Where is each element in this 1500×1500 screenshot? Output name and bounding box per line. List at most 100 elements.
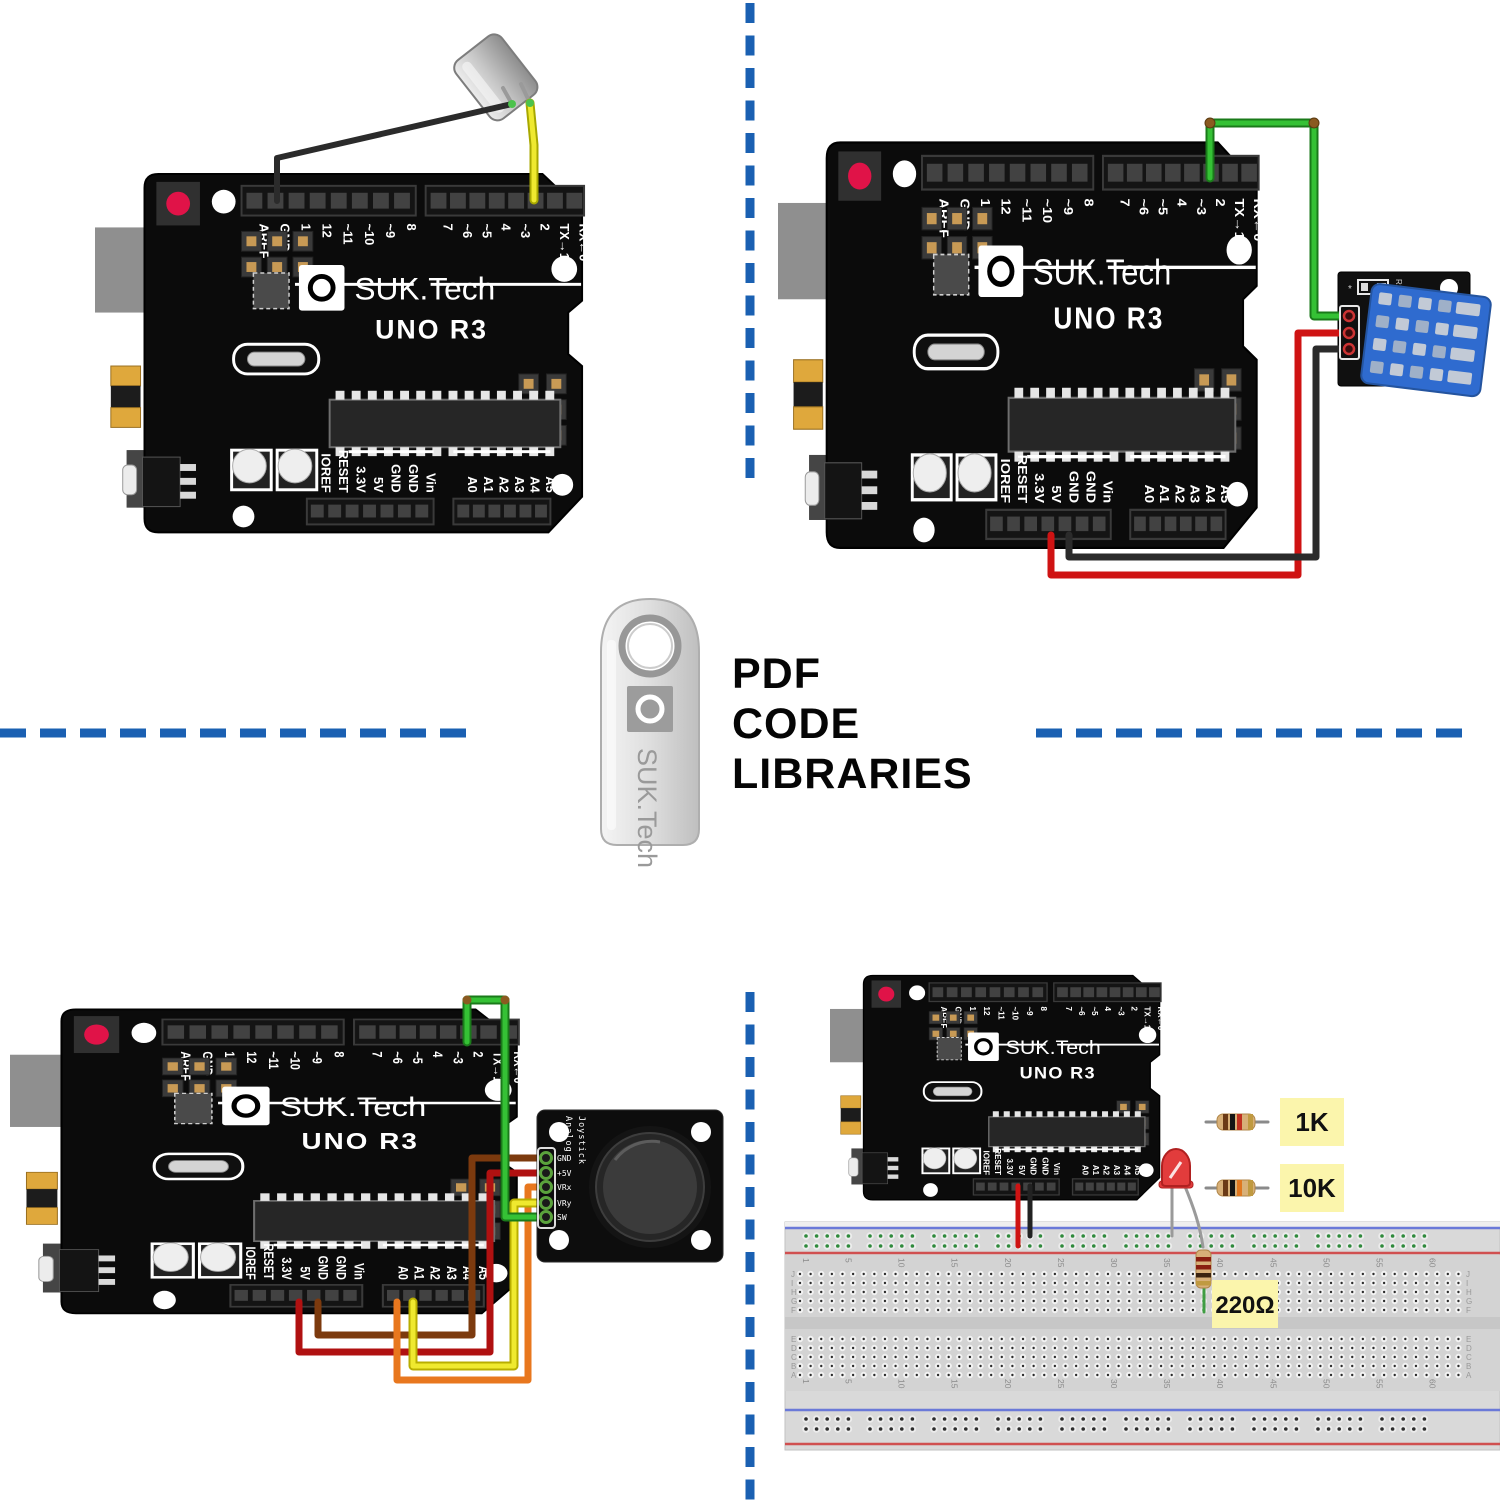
bb-hole [1455, 1306, 1462, 1314]
bb-hole [1306, 1279, 1313, 1287]
bb-hole [1317, 1270, 1324, 1278]
chip-leg [361, 1193, 371, 1201]
pin-slot [394, 192, 410, 209]
pin-label: IOREF [981, 1151, 991, 1176]
rail-hole [908, 1242, 917, 1250]
bb-hole [977, 1288, 984, 1296]
bb-hole [849, 1306, 857, 1314]
bb-hole [1444, 1270, 1452, 1278]
bb-col-number: 15 [950, 1258, 960, 1268]
rail-hole [1410, 1425, 1418, 1433]
bb-row-letter: A [1466, 1371, 1472, 1380]
bb-hole [966, 1306, 974, 1314]
rail-hole [1420, 1232, 1429, 1240]
rail-hole [1132, 1425, 1141, 1433]
bb-hole [1115, 1279, 1122, 1287]
pin-label: ~11 [265, 1051, 280, 1069]
chip-leg [1036, 1111, 1043, 1117]
rail-hole [1218, 1415, 1226, 1423]
rail-hole [887, 1415, 896, 1423]
pin-slot [1126, 163, 1143, 182]
rail-hole [1090, 1425, 1098, 1433]
bb-hole [1083, 1297, 1090, 1305]
mounting-hole [131, 1022, 157, 1043]
bb-hole [1221, 1353, 1229, 1361]
bb-hole [1115, 1297, 1122, 1305]
dividers [0, 3, 1476, 1500]
chip-leg [351, 390, 361, 400]
bb-hole [1147, 1279, 1154, 1287]
bb-hole [828, 1288, 836, 1296]
pin-label: 8 [1082, 198, 1096, 207]
bb-hole [1306, 1353, 1313, 1361]
pin-slot [1030, 163, 1047, 182]
bb-hole [1051, 1335, 1059, 1343]
bb-hole [1136, 1344, 1144, 1352]
pin-slot [1096, 1182, 1105, 1191]
pin-label: ~10 [1010, 1006, 1020, 1020]
value-label: 10K [1288, 1173, 1336, 1203]
pin-label: ~6 [460, 223, 475, 238]
chip-leg [1030, 387, 1040, 398]
rail-hole [834, 1242, 842, 1250]
bb-hole [1009, 1353, 1016, 1361]
dht-grid-hole [1398, 294, 1413, 308]
pin-label: TX→1 [1143, 1006, 1153, 1029]
bb-hole [828, 1279, 836, 1287]
bb-hole [1030, 1270, 1037, 1278]
rail-hole [1068, 1415, 1077, 1423]
bb-hole [1338, 1335, 1345, 1343]
bb-hole [1380, 1371, 1388, 1379]
bb-hole [913, 1335, 921, 1343]
bb-hole [956, 1362, 963, 1370]
rail-hole [1282, 1242, 1290, 1250]
bb-hole [1104, 1306, 1112, 1314]
rail-hole [1122, 1242, 1130, 1250]
bb-row-letter: H [791, 1288, 797, 1297]
bb-hole [966, 1288, 974, 1296]
icsp-pad-gold [167, 1062, 178, 1071]
bb-hole [892, 1335, 899, 1343]
bb-hole [956, 1371, 963, 1379]
pin-slot [926, 163, 943, 182]
rail-hole [994, 1425, 1002, 1433]
pin-label: 8 [404, 223, 419, 230]
bb-hole [945, 1306, 952, 1314]
bb-hole [1295, 1362, 1303, 1370]
chip-leg [1014, 387, 1024, 398]
bb-hole [1434, 1362, 1441, 1370]
bb-hole [1030, 1371, 1037, 1379]
rail-hole [834, 1415, 842, 1423]
bb-hole [849, 1270, 857, 1278]
bb-hole [1349, 1344, 1356, 1352]
bb-hole [881, 1344, 889, 1352]
pin-label: GND [1029, 1157, 1039, 1175]
pin-slot [1018, 987, 1029, 998]
bb-hole [1402, 1288, 1409, 1296]
rail-hole [1271, 1415, 1279, 1423]
bb-hole [1338, 1270, 1345, 1278]
silkscreen-line [348, 450, 434, 454]
pin-label: A0 [1142, 485, 1156, 504]
icsp-pad-gold [1226, 374, 1237, 386]
bb-hole [1264, 1335, 1271, 1343]
bb-hole [1444, 1306, 1452, 1314]
pin-slot [277, 1025, 294, 1039]
vrx-wire-orange [393, 1183, 541, 1384]
regulator-leg [98, 1255, 116, 1262]
bb-hole [839, 1362, 846, 1370]
pin-slot [328, 504, 342, 518]
chip-leg [1069, 1111, 1076, 1117]
bb-hole [839, 1297, 846, 1305]
bb-hole [1115, 1362, 1122, 1370]
dht-vent-slot [1450, 347, 1475, 362]
bb-hole [1295, 1344, 1303, 1352]
rail-hole [1324, 1425, 1333, 1433]
mcu-chip-icon [936, 1037, 962, 1061]
pin-slot [309, 192, 326, 209]
rail-hole [994, 1415, 1002, 1423]
bb-hole [903, 1270, 910, 1278]
dht-grid-hole [1432, 345, 1447, 359]
bb-hole [1083, 1279, 1090, 1287]
